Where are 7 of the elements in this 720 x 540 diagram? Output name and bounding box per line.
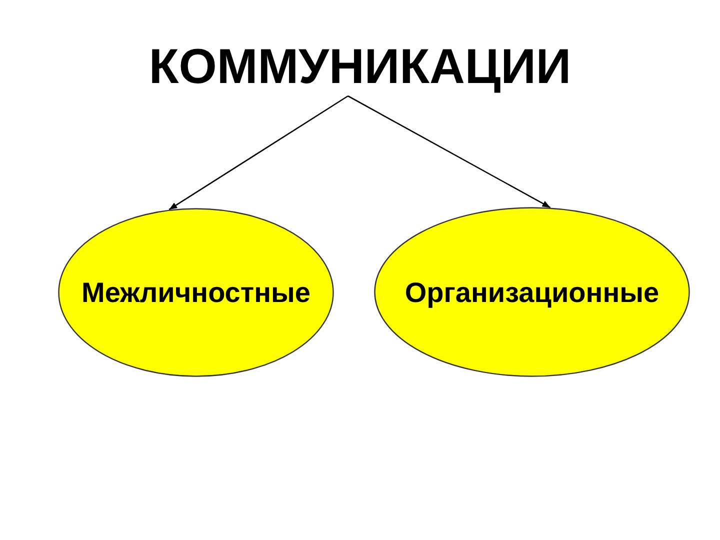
ellipse-node (58, 208, 334, 377)
node-label: Организационные (404, 276, 660, 310)
node-label: Межличностные (82, 276, 310, 310)
arrow (348, 95, 551, 208)
title-text: КОММУНИКАЦИИ (140, 38, 580, 96)
arrow (168, 95, 348, 210)
ellipse-node (374, 207, 690, 377)
